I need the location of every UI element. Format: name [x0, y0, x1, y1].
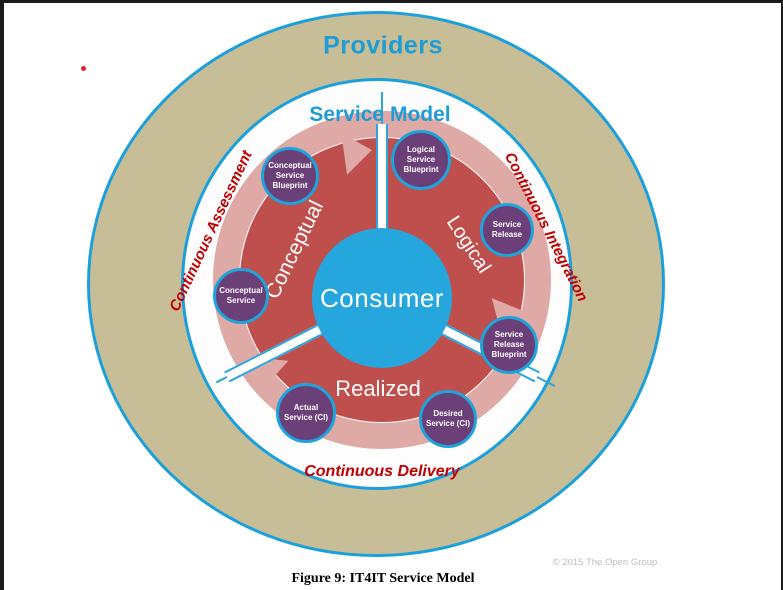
node-logical-service-blueprint: Logical Service Blueprint: [391, 130, 451, 190]
node-desired-service-ci: Desired Service (CI): [419, 390, 477, 448]
node-label: Logical Service Blueprint: [403, 145, 439, 174]
figure-caption: Figure 9: IT4IT Service Model: [291, 571, 475, 586]
consumer-label: Consumer: [320, 282, 444, 313]
node-service-release-blueprint: Service Release Blueprint: [480, 316, 538, 374]
divider-band: [376, 124, 388, 240]
copyright-notice: © 2015 The Open Group: [552, 557, 658, 568]
flow-label-continuous-delivery: Continuous Delivery: [304, 463, 460, 480]
page-edge-right: [781, 0, 783, 590]
service-model-label: Service Model: [309, 103, 451, 126]
node-label: Conceptual Service Blueprint: [268, 161, 312, 190]
node-label: Conceptual Service: [219, 286, 263, 305]
lifecycle-arrowhead-top: [341, 129, 375, 175]
node-conceptual-service-blueprint: Conceptual Service Blueprint: [261, 147, 319, 205]
page-edge-top: [0, 0, 783, 3]
phase-label-realized: Realized: [335, 376, 421, 401]
node-service-release: Service Release: [480, 203, 534, 257]
node-label: Service Release: [491, 220, 523, 239]
consumer-circle: Consumer: [312, 228, 452, 368]
page-edge-left: [0, 0, 4, 590]
node-conceptual-service: Conceptual Service: [213, 268, 269, 324]
node-label: Actual Service (CI): [283, 403, 329, 422]
node-label: Service Release Blueprint: [491, 330, 527, 359]
node-label: Desired Service (CI): [425, 409, 471, 428]
red-dot-marker: [81, 66, 86, 71]
providers-label: Providers: [323, 31, 443, 60]
node-actual-service-ci: Actual Service (CI): [276, 383, 336, 443]
